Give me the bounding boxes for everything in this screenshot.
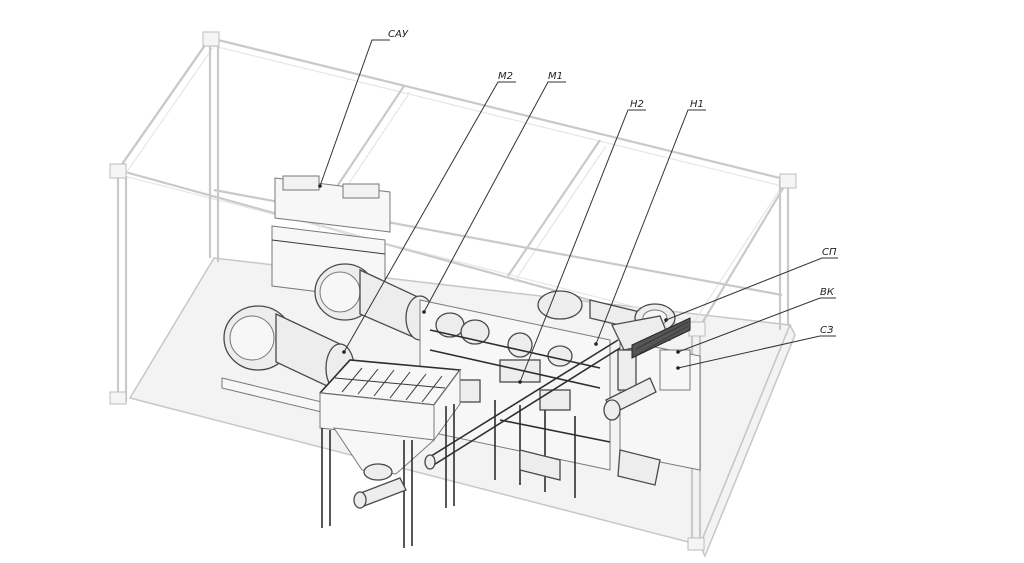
label-n1: Н1 — [690, 99, 704, 110]
control-cabinet — [271, 175, 391, 301]
label-vk: ВК — [820, 287, 835, 298]
auger-conveyor — [424, 339, 621, 470]
leader-lines — [318, 39, 838, 384]
right-assembly — [603, 303, 701, 486]
label-sp: СП — [822, 247, 837, 258]
label-m1: М1 — [548, 71, 563, 82]
label-m2: М2 — [498, 71, 513, 82]
container-frame — [109, 31, 797, 551]
pump-assembly — [419, 290, 641, 498]
label-cau: САУ — [388, 29, 409, 40]
label-n2: Н2 — [630, 99, 644, 110]
callout-labels: САУ М2 М1 Н2 Н1 СП ВК СЗ — [388, 29, 837, 336]
hopper — [318, 359, 462, 548]
label-sz: СЗ — [820, 325, 834, 336]
